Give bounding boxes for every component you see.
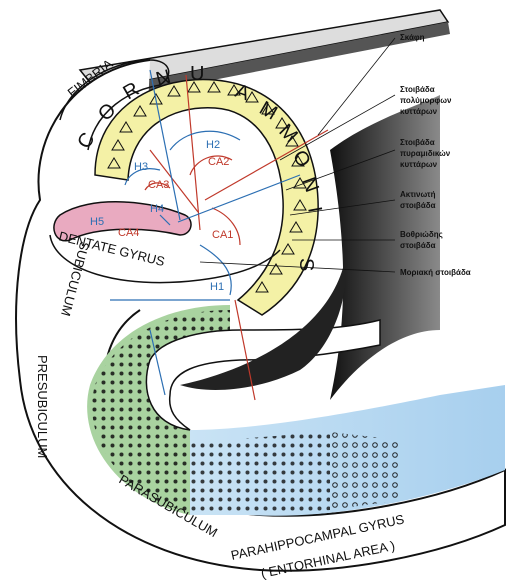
legend-polymorph-2: πολύμορφων [400,96,452,105]
legend-radiate-1: Ακτινωτή [400,190,436,199]
ca-letter-s: S [295,258,317,271]
legend-molecular: Μοριακή στοιβάδα [400,268,471,277]
presubiculum-label: PRESUBICULUM [35,355,50,458]
legend-lacunosum-1: Βοθριώδης [400,230,443,239]
ca2-label: CA2 [208,156,229,168]
ca-letter-u: U [190,63,204,85]
h3-label: H3 [134,161,148,173]
h5-label: H5 [90,216,104,228]
legend-polymorph-1: Στοιβάδα [400,85,435,94]
legend-lacunosum-2: στοιβάδα [400,241,436,250]
legend-skafi: Σκάφη [400,33,425,42]
h4-label: H4 [150,203,164,215]
ca1-label: CA1 [212,229,233,241]
legend-radiate-2: στοιβάδα [400,201,436,210]
ca3-label: CA3 [148,179,169,191]
legend-pyramidal-2: πυραμιδικών [400,149,451,158]
legend-pyramidal-3: κυττάρων [400,160,438,169]
h1-label: H1 [210,281,224,293]
parasubiculum-cells [190,430,330,514]
ca4-label: CA4 [118,227,139,239]
entorhinal-cells [330,432,400,510]
legend-polymorph-3: κυττάρων [400,107,438,116]
h2-label: H2 [206,139,220,151]
legend-pyramidal-1: Στοιβάδα [400,138,435,147]
